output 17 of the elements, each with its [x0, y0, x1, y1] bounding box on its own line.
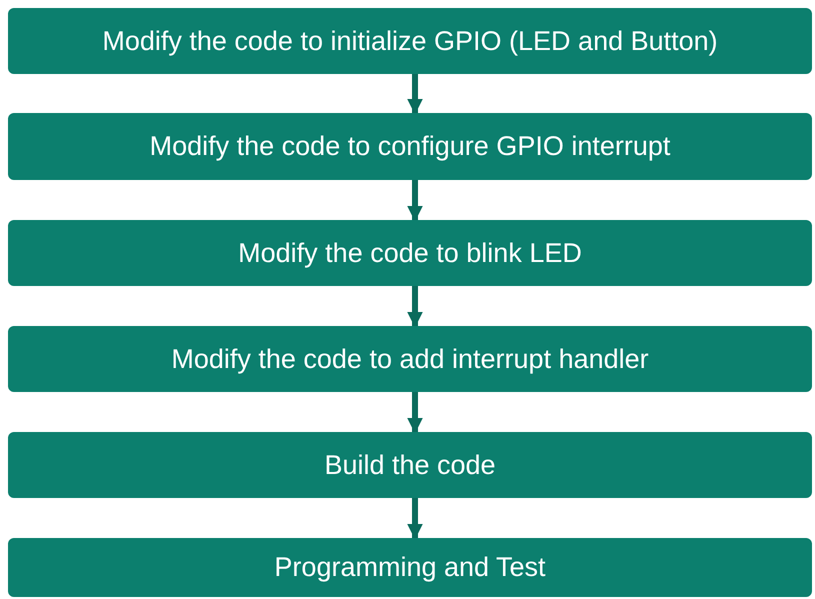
arrow	[407, 180, 423, 222]
arrow	[407, 498, 423, 540]
step-text: Modify the code to configure GPIO interrupt	[150, 131, 670, 162]
arrow	[407, 392, 423, 434]
process-box	[8, 220, 812, 286]
process-box	[8, 326, 812, 392]
step-text: Modify the code to add interrupt handler	[171, 344, 649, 374]
step-text: Modify the code to initialize GPIO (LED and Button)	[102, 26, 718, 56]
process-box	[8, 538, 812, 597]
arrow	[407, 286, 423, 328]
step-text: Modify the code to blink LED	[238, 238, 582, 268]
arrow	[407, 74, 423, 115]
step-text: Build the code	[324, 450, 496, 480]
process-box	[8, 8, 812, 74]
process-box	[8, 113, 812, 180]
process-box	[8, 432, 812, 498]
step-text: Programming and Test	[274, 552, 546, 583]
